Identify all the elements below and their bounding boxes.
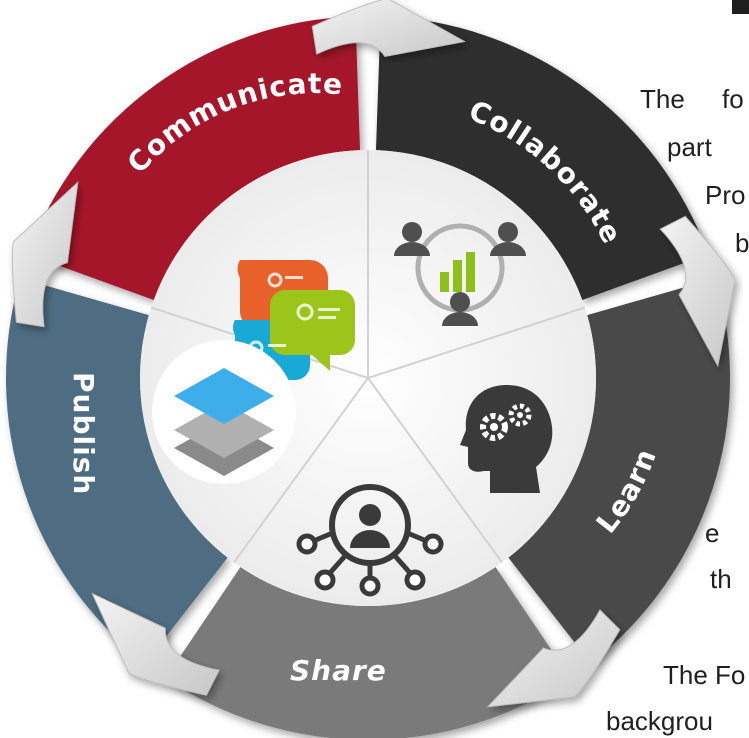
segment-label-share: Share xyxy=(290,654,387,687)
bg-text-line4: b xyxy=(735,228,749,258)
cycle-arrow-publish xyxy=(11,180,79,328)
layers-icon xyxy=(152,340,296,484)
team-chart-icon xyxy=(394,222,526,326)
center-divider-line xyxy=(367,377,503,564)
bg-text-line2: part xyxy=(667,132,712,162)
cycle-arrow-collaborate xyxy=(659,215,736,368)
segment-learn xyxy=(508,278,731,664)
segment-collaborate xyxy=(375,16,709,301)
network-person-icon xyxy=(296,484,444,597)
cycle-arrow-share xyxy=(91,592,220,696)
bg-text-line1b: fo xyxy=(722,84,744,114)
segment-communicate xyxy=(27,16,361,301)
head-gears-icon xyxy=(460,385,553,493)
thumbnail-image xyxy=(732,0,749,14)
center-divider-line xyxy=(367,306,586,379)
segment-share xyxy=(165,567,571,738)
chat-bubbles-icon xyxy=(232,260,355,394)
bg-text-line3: Pro xyxy=(705,180,746,210)
bg-text-line7: The Fo xyxy=(663,660,746,690)
cycle-arrow-communicate xyxy=(311,0,466,57)
segment-publish xyxy=(5,278,228,664)
segment-label-publish: Publish xyxy=(67,372,100,495)
bg-text-line8: backgrou xyxy=(606,706,713,736)
bg-text-line5: e xyxy=(705,518,720,548)
cycle-arrow-learn xyxy=(486,609,621,708)
bg-text-line1a: The xyxy=(640,84,685,114)
bg-text-line6: th xyxy=(710,564,732,594)
center-divider-line xyxy=(233,377,369,564)
